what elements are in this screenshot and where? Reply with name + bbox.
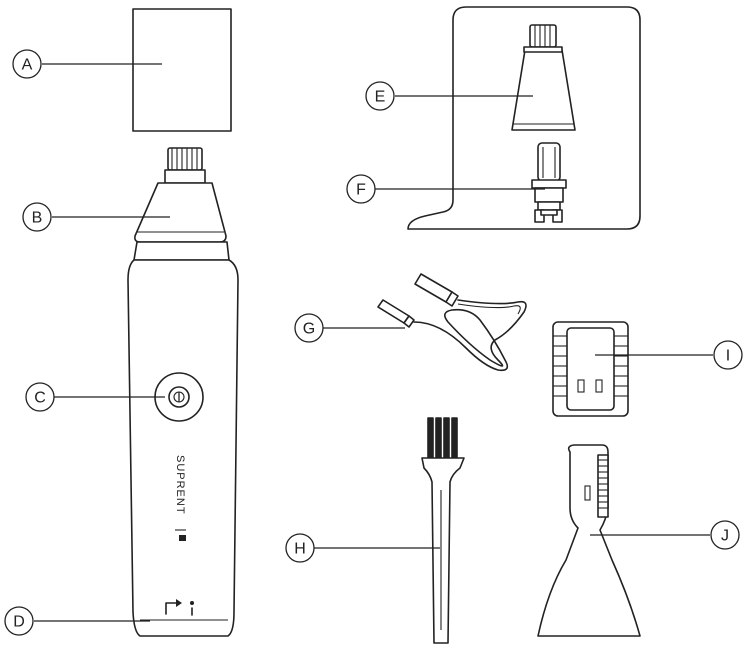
callout-e: E — [365, 81, 395, 111]
callout-c: C — [25, 382, 55, 412]
svg-text:C: C — [34, 390, 46, 407]
svg-text:B: B — [32, 210, 43, 227]
part-f-blade — [531, 142, 567, 223]
svg-text:J: J — [721, 528, 729, 545]
part-j-trimmer-head — [537, 444, 641, 637]
power-button-icon — [173, 391, 185, 403]
brand-label: SUPRENT — [174, 455, 186, 515]
part-i-comb-guide — [552, 321, 629, 417]
callout-h: H — [285, 533, 315, 563]
callout-j: J — [710, 520, 740, 550]
svg-text:A: A — [22, 57, 33, 74]
part-g-usb-cable — [377, 273, 527, 372]
callout-g: G — [294, 313, 324, 343]
trimmer-body: SUPRENT — [127, 147, 239, 637]
leader-lines — [34, 63, 713, 622]
part-e-head — [511, 24, 576, 131]
svg-text:G: G — [303, 321, 315, 338]
svg-text:F: F — [356, 182, 366, 199]
callout-i: I — [713, 340, 743, 370]
callout-f: F — [346, 174, 376, 204]
callout-b: B — [22, 202, 52, 232]
svg-text:E: E — [375, 89, 386, 106]
svg-text:H: H — [294, 541, 306, 558]
part-a-cap — [132, 8, 232, 132]
part-h-brush — [421, 417, 465, 644]
svg-text:D: D — [13, 614, 25, 631]
callout-a: A — [12, 49, 42, 79]
svg-text:I: I — [726, 348, 730, 365]
callout-d: D — [4, 606, 34, 636]
charging-indicator-icon — [165, 599, 194, 616]
inset-panel — [407, 6, 641, 230]
